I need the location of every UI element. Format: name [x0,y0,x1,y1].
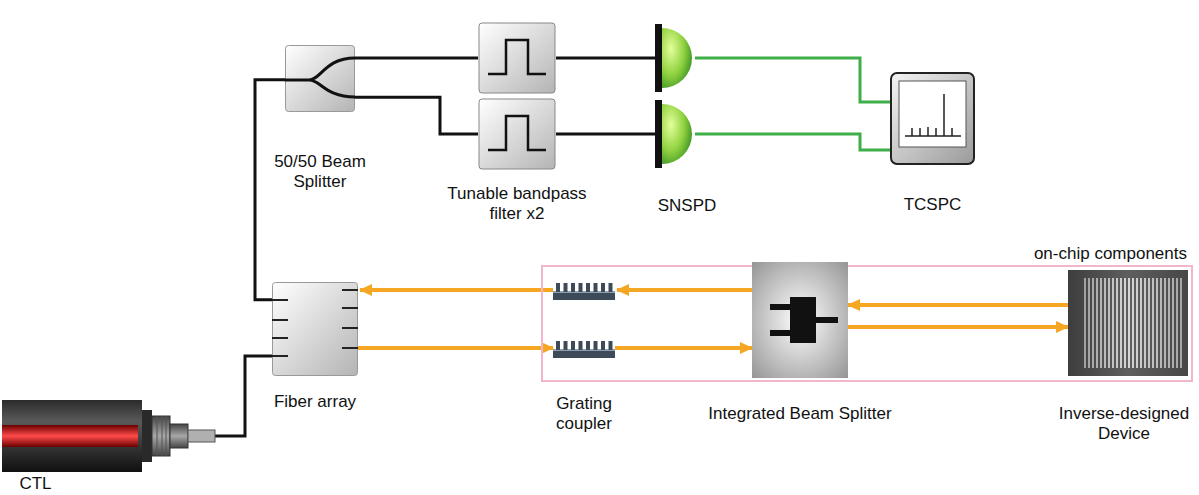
integrated-splitter-symbol [752,262,848,378]
laser-source: CTL [2,400,215,472]
label-box: CTL [6,474,66,494]
component-label: Integrated Beam Splitter [708,404,891,423]
device-image-symbol [1068,270,1188,376]
component-label: on-chip components [1034,244,1187,263]
signal-wire [695,134,890,150]
fiber-wire [355,97,478,134]
fiber-wire [355,57,478,60]
grating-coupler-symbol [553,283,615,300]
counting-module-symbol [890,72,975,165]
beam-splitter-symbol [285,45,355,112]
integrated-splitter: Integrated Beam Splitter [752,262,848,378]
counting-module: TCSPC [890,72,975,165]
detector-symbol [655,24,692,92]
on-chip-region: on-chip componentsGrating couplerIntegra… [541,265,1193,382]
fiber-wire [255,80,285,300]
grating-coupler-symbol [553,338,615,358]
fiber-array-symbol [272,282,358,376]
light-path-arrow [848,325,1068,329]
fiber-wire [215,356,272,436]
label-box: Inverse-designed Device [1054,404,1194,445]
light-path-arrow [360,288,553,292]
label-box: TCSPC [888,195,978,215]
bandpass-filter-symbol [479,23,555,93]
light-path-arrow [615,346,752,350]
label-box: Tunable bandpass filter x2 [442,184,592,225]
fiber-wire [556,133,655,136]
device-image: Inverse-designed Device [1068,270,1188,376]
label-box: 50/50 Beam Splitter [264,152,376,193]
component-label: Grating coupler [556,394,612,433]
label-box: Grating coupler [544,394,624,435]
component-label: CTL [19,474,51,493]
light-path-arrow [358,346,553,350]
signal-wire [695,58,890,102]
component-label: Tunable bandpass filter x2 [447,184,586,223]
component-label: Fiber array [274,392,356,411]
component-label: SNSPD [658,196,717,215]
label-box: SNSPD [647,196,727,216]
detector-symbol [655,100,695,168]
component-label: Inverse-designed Device [1059,404,1189,443]
label-box: Integrated Beam Splitter [700,404,900,424]
fiber-array: Fiber array [272,282,358,376]
label-box: Fiber array [255,392,375,412]
light-path-arrow [848,303,1068,307]
laser-source-symbol [2,400,215,472]
grating-coupler: Grating coupler [553,338,615,358]
fiber-wire [556,57,655,60]
detector: SNSPD [655,100,695,168]
beam-splitter: 50/50 Beam Splitter [285,45,355,112]
bandpass-filter-symbol [478,98,556,170]
light-path-arrow [617,288,752,292]
component-label: 50/50 Beam Splitter [274,152,366,191]
bandpass-filter: Tunable bandpass filter x2 [478,98,556,170]
label-box: on-chip components [1034,244,1187,264]
component-label: TCSPC [904,195,962,214]
